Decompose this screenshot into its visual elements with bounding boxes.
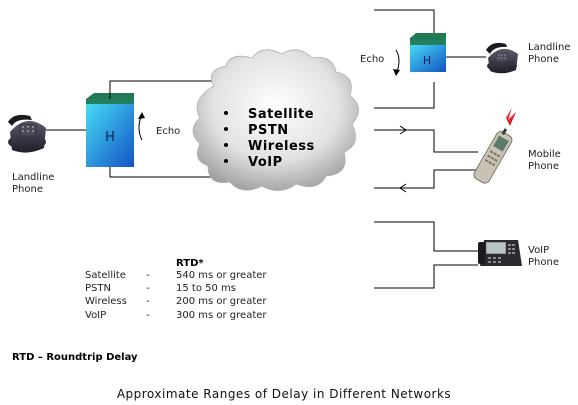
rtd-row-network: PSTN (85, 283, 111, 294)
mobile-label-line1: Mobile (528, 149, 561, 160)
rtd-row-dash: - (146, 310, 150, 321)
rtd-table-heading: RTD* (176, 258, 204, 269)
rtd-row-dash: - (146, 283, 150, 294)
left-landline-phone-icon (8, 114, 46, 153)
left-hybrid-box: H (86, 93, 134, 167)
mobile-right-arrow-icon (399, 125, 407, 135)
right-hybrid-label: H (423, 54, 431, 67)
figure-caption: Approximate Ranges of Delay in Different… (117, 387, 451, 401)
rtd-row-network: Satellite (85, 270, 126, 281)
mobile-left-arrow-icon (399, 183, 407, 193)
mobile-label-line2: Phone (528, 161, 559, 172)
signal-lightning-icon (506, 108, 516, 126)
right-echo-arrowhead-icon (393, 69, 400, 76)
right-landline-label-line1: Landline (528, 42, 570, 53)
right-landline-lower-link (374, 82, 435, 109)
left-hybrid-lower-link (109, 167, 240, 178)
voip-label-line2: Phone (528, 257, 559, 268)
left-hybrid-label: H (105, 130, 115, 145)
rtd-row-dash: - (146, 270, 150, 281)
voip-label-line1: VoIP (528, 245, 549, 256)
voip-upper-link (374, 221, 478, 252)
left-echo-label: Echo (156, 126, 180, 137)
right-echo-label: Echo (360, 54, 384, 65)
left-hybrid-upper-link (109, 80, 240, 99)
rtd-row-delay: 300 ms or greater (176, 310, 267, 321)
rtd-row-delay: 540 ms or greater (176, 270, 267, 281)
cloud-network-list: Satellite PSTN Wireless VoIP (224, 107, 315, 170)
right-landline-label-line2: Phone (528, 54, 559, 65)
mobile-lower-branch (374, 169, 478, 189)
cloud-item-satellite: Satellite (248, 107, 314, 122)
mobile-upper-branch (410, 129, 478, 153)
mobile-phone-icon (473, 108, 516, 184)
rtd-row-delay: 15 to 50 ms (176, 283, 236, 294)
right-landline-phone-icon (486, 42, 518, 74)
voip-lower-link (374, 264, 478, 289)
right-landline-upper-link (374, 9, 435, 34)
rtd-footnote: RTD – Roundtrip Delay (12, 352, 138, 363)
rtd-row-dash: - (146, 296, 150, 307)
left-landline-label-line1: Landline (12, 172, 54, 183)
rtd-row-network: VoIP (85, 310, 106, 321)
network-cloud (192, 49, 359, 191)
left-echo-arrowhead-icon (138, 112, 145, 119)
rtd-table: RTD* Satellite - 540 ms or greater PSTN … (85, 258, 267, 321)
cloud-item-wireless: Wireless (248, 139, 315, 154)
cloud-item-voip: VoIP (248, 155, 283, 170)
rtd-row-delay: 200 ms or greater (176, 296, 267, 307)
rtd-row-network: Wireless (85, 296, 127, 307)
right-hybrid-box: H (410, 33, 446, 72)
cloud-item-pstn: PSTN (248, 123, 289, 138)
voip-phone-icon (478, 240, 522, 266)
left-landline-label-line2: Phone (12, 184, 43, 195)
